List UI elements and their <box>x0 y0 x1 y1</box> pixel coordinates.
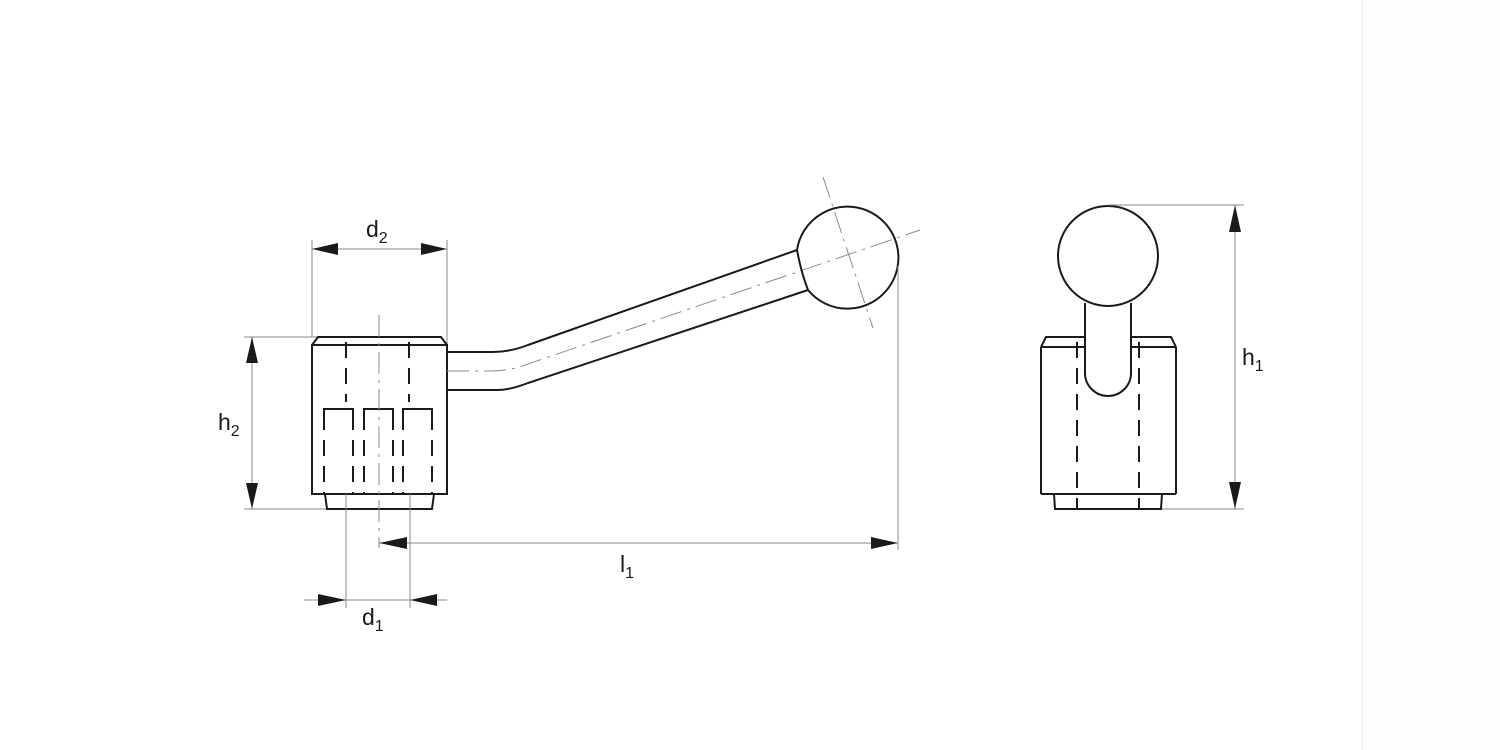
arrow-icon <box>246 483 258 509</box>
lever-arm-bottom <box>447 289 809 391</box>
arrow-icon <box>379 537 407 549</box>
arrow-icon <box>312 243 338 255</box>
arrow-icon <box>318 594 346 606</box>
label-d1: d1 <box>362 604 384 635</box>
arrow-icon <box>1229 482 1241 509</box>
arrow-icon <box>421 243 447 255</box>
lever-stem <box>1084 303 1132 397</box>
arrow-icon <box>871 537 898 549</box>
label-h2: h2 <box>218 409 240 440</box>
lever-arm-top <box>447 249 798 353</box>
label-l1: l1 <box>620 551 635 582</box>
label-d2: d2 <box>366 216 388 247</box>
ball-knob <box>796 205 900 310</box>
arrow-icon <box>410 594 437 606</box>
knob-foot-front <box>1053 493 1163 510</box>
side-view <box>244 176 921 608</box>
lever-centerline <box>447 229 921 372</box>
arrow-icon <box>246 337 258 363</box>
front-view <box>1040 204 1244 510</box>
ball-knob-front <box>1057 205 1159 307</box>
arrow-icon <box>1229 205 1241 232</box>
page-margin <box>1362 0 1500 750</box>
label-h1: h1 <box>1242 344 1264 375</box>
